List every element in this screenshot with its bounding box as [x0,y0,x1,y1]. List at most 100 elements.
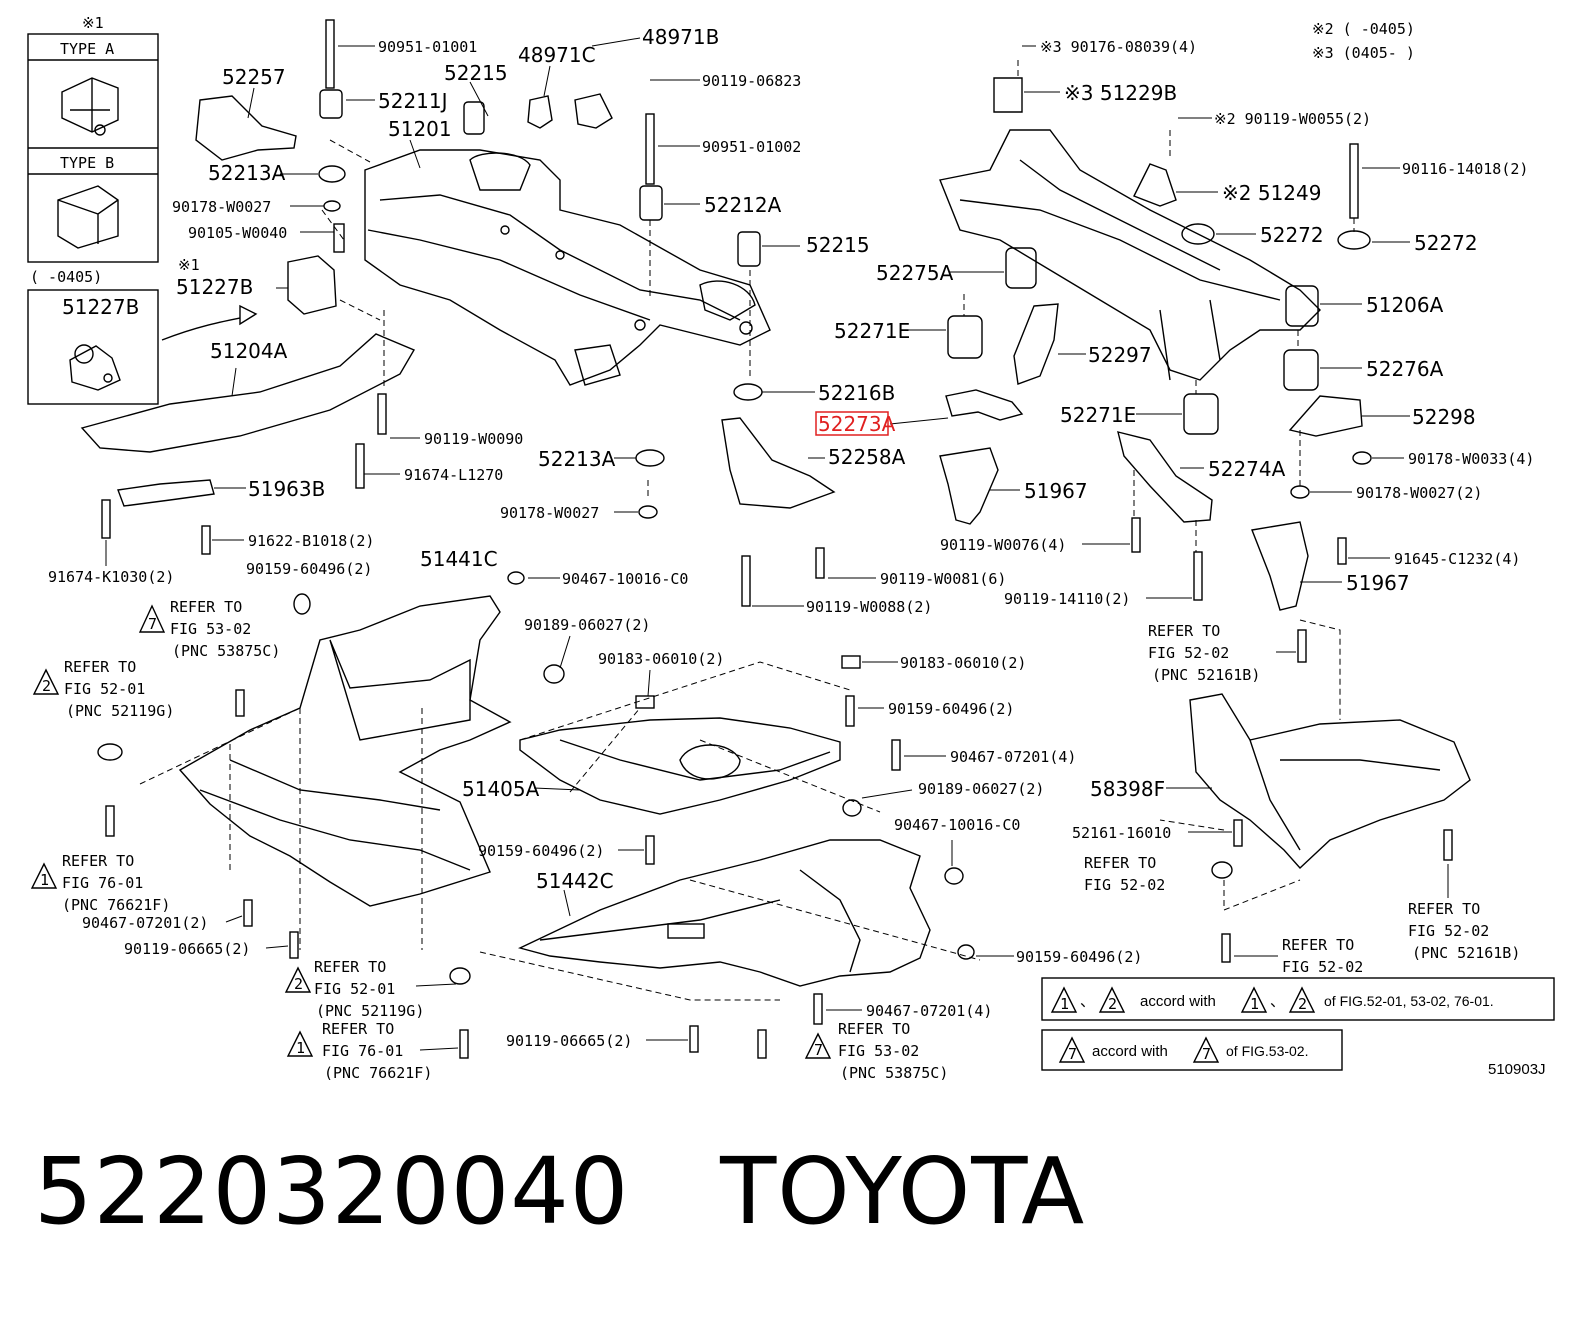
label-51441C: 51441C [420,547,498,571]
triangle-num: 2 [42,677,51,695]
label-52257: 52257 [222,65,286,89]
footer-brand: TOYOTA [720,1138,1086,1245]
label-90183-06010-right: 90183-06010(2) [900,654,1026,672]
label-91645-C1232: 91645-C1232(4) [1394,550,1520,568]
bushing-51206A [1285,285,1319,327]
label-52298: 52298 [1412,405,1476,429]
stud-90951-01002 [645,113,655,185]
bracket-52258A [721,417,836,509]
bushing-52212A [639,185,663,221]
refer-3c: (PNC 76621F) [62,896,170,914]
label-52273A: 52273A [818,412,896,436]
triangle-num: 2 [1108,995,1117,1013]
under-cover-58398F [1189,693,1471,870]
refer-9a: REFER TO [1282,936,1354,954]
legend-tail-2: of FIG.53-02. [1226,1043,1308,1059]
washer-90178-top [323,200,341,212]
refer-4c: (PNC 52119G) [316,1002,424,1020]
label-90159-60496-mid: 90159-60496(2) [888,700,1014,718]
label-52272-b: 52272 [1414,231,1478,255]
refer-5c: (PNC 76621F) [324,1064,432,1082]
refer-6a: REFER TO [838,1020,910,1038]
note-1-left: ※1 [178,256,200,274]
part-labels: 90951-01001 48971C 48971B 52257 52215 52… [48,20,1534,1050]
dash-lower-cover [479,879,981,1001]
refer-3a: REFER TO [62,852,134,870]
label-90467-10016-C0-top: 90467-10016-C0 [562,570,688,588]
figure-id: 510903J [1488,1061,1546,1078]
under-cover-51405A [519,717,841,815]
label-52271E-b: 52271E [1060,403,1136,427]
label-91674-L1270: 91674-L1270 [404,466,503,484]
washer-90178-W0033 [1352,451,1372,465]
label-90159-60496-right: 90159-60496(2) [1016,948,1142,966]
washer-90178-bottom [638,505,658,519]
note-2: ※2 ( -0405) [1312,20,1415,38]
refer-notes: 7 REFER TO FIG 53-02 (PNC 53875C) 2 REFE… [30,598,1520,1082]
bushing-52275A [1005,247,1037,289]
refer-2c: (PNC 52119G) [66,702,174,720]
label-51204A: 51204A [210,339,288,363]
refer-5b: FIG 76-01 [322,1042,403,1060]
bushing-52215-right [737,231,761,267]
label-52276A: 52276A [1366,357,1444,381]
label-52161-16010: 52161-16010 [1072,824,1171,842]
label-52258A: 52258A [828,445,906,469]
legend-tail-1: of FIG.52-01, 53-02, 76-01. [1324,993,1494,1009]
label-48971B: 48971B [642,25,719,49]
bracket-52298 [1288,395,1363,437]
bracket-51967-a [939,447,999,525]
label-90119-W0055: ※2 90119-W0055(2) [1214,110,1371,128]
label-51967-a: 51967 [1024,479,1088,503]
refer-7a: REFER TO [1148,622,1220,640]
label-51967-b: 51967 [1346,571,1410,595]
label-90178-W0027-bottom: 90178-W0027 [500,504,599,522]
label-51963B: 51963B [248,477,325,501]
refer-9b: FIG 52-02 [1282,958,1363,976]
label-90189-06027-top: 90189-06027(2) [524,616,650,634]
label-90119-W0090: 90119-W0090 [424,430,523,448]
label-52213A-bottom: 52213A [538,447,616,471]
warning-triangle-7 [804,1032,832,1059]
refer-2a: REFER TO [64,658,136,676]
label-51229B: ※3 51229B [1064,81,1177,105]
type-b-mount-drawing [57,185,119,249]
refer-10c: (PNC 52161B) [1412,944,1520,962]
legend: 1 、 2 accord with 1 、 2 of FIG.52-01, 53… [1041,977,1555,1078]
triangle-num: 1 [1060,995,1069,1013]
label-52275A: 52275A [876,261,954,285]
dash-left-cover [139,707,423,950]
label-90119-W0081: 90119-W0081(6) [880,570,1006,588]
label-90116-14018: 90116-14018(2) [1402,160,1528,178]
triangle-num: 2 [1298,995,1307,1013]
label-90159-60496-lower: 90159-60496(2) [478,842,604,860]
refer-10b: FIG 52-02 [1408,922,1489,940]
bolt-90119-14110 [1193,551,1203,601]
bushing-52271E-a [947,315,983,359]
refer-1c: (PNC 53875C) [172,642,280,660]
refer-10a: REFER TO [1408,900,1480,918]
front-crossmember-51201 [364,149,771,386]
note-1: ※1 [82,14,104,32]
bushing-52271E-b [1183,393,1219,435]
label-90951-01001: 90951-01001 [378,38,477,56]
bushing-52272-a [1181,223,1215,245]
bushing-52213A-bottom [635,449,665,467]
bolt-90119-W0081 [815,547,825,579]
bolt-90119-W0090 [377,393,387,435]
label-52271E-a: 52271E [834,319,910,343]
label-52215-right: 52215 [806,233,870,257]
brace-52297 [1013,303,1059,385]
footer-caption: 5220320040 TOYOTA [34,1138,1085,1245]
footer-part-number: 5220320040 [34,1138,630,1245]
label-90178-W0027-top: 90178-W0027 [172,198,271,216]
label-91674-K1030: 91674-K1030(2) [48,568,174,586]
label-90119-14110: 90119-14110(2) [1004,590,1130,608]
label-90189-06027-mid: 90189-06027(2) [918,780,1044,798]
legend-text-2: accord with [1092,1043,1168,1060]
legend-box-1 [1041,977,1555,1021]
refer-1b: FIG 53-02 [170,620,251,638]
label-52213A-top: 52213A [208,161,286,185]
mount-51227B [287,255,337,315]
